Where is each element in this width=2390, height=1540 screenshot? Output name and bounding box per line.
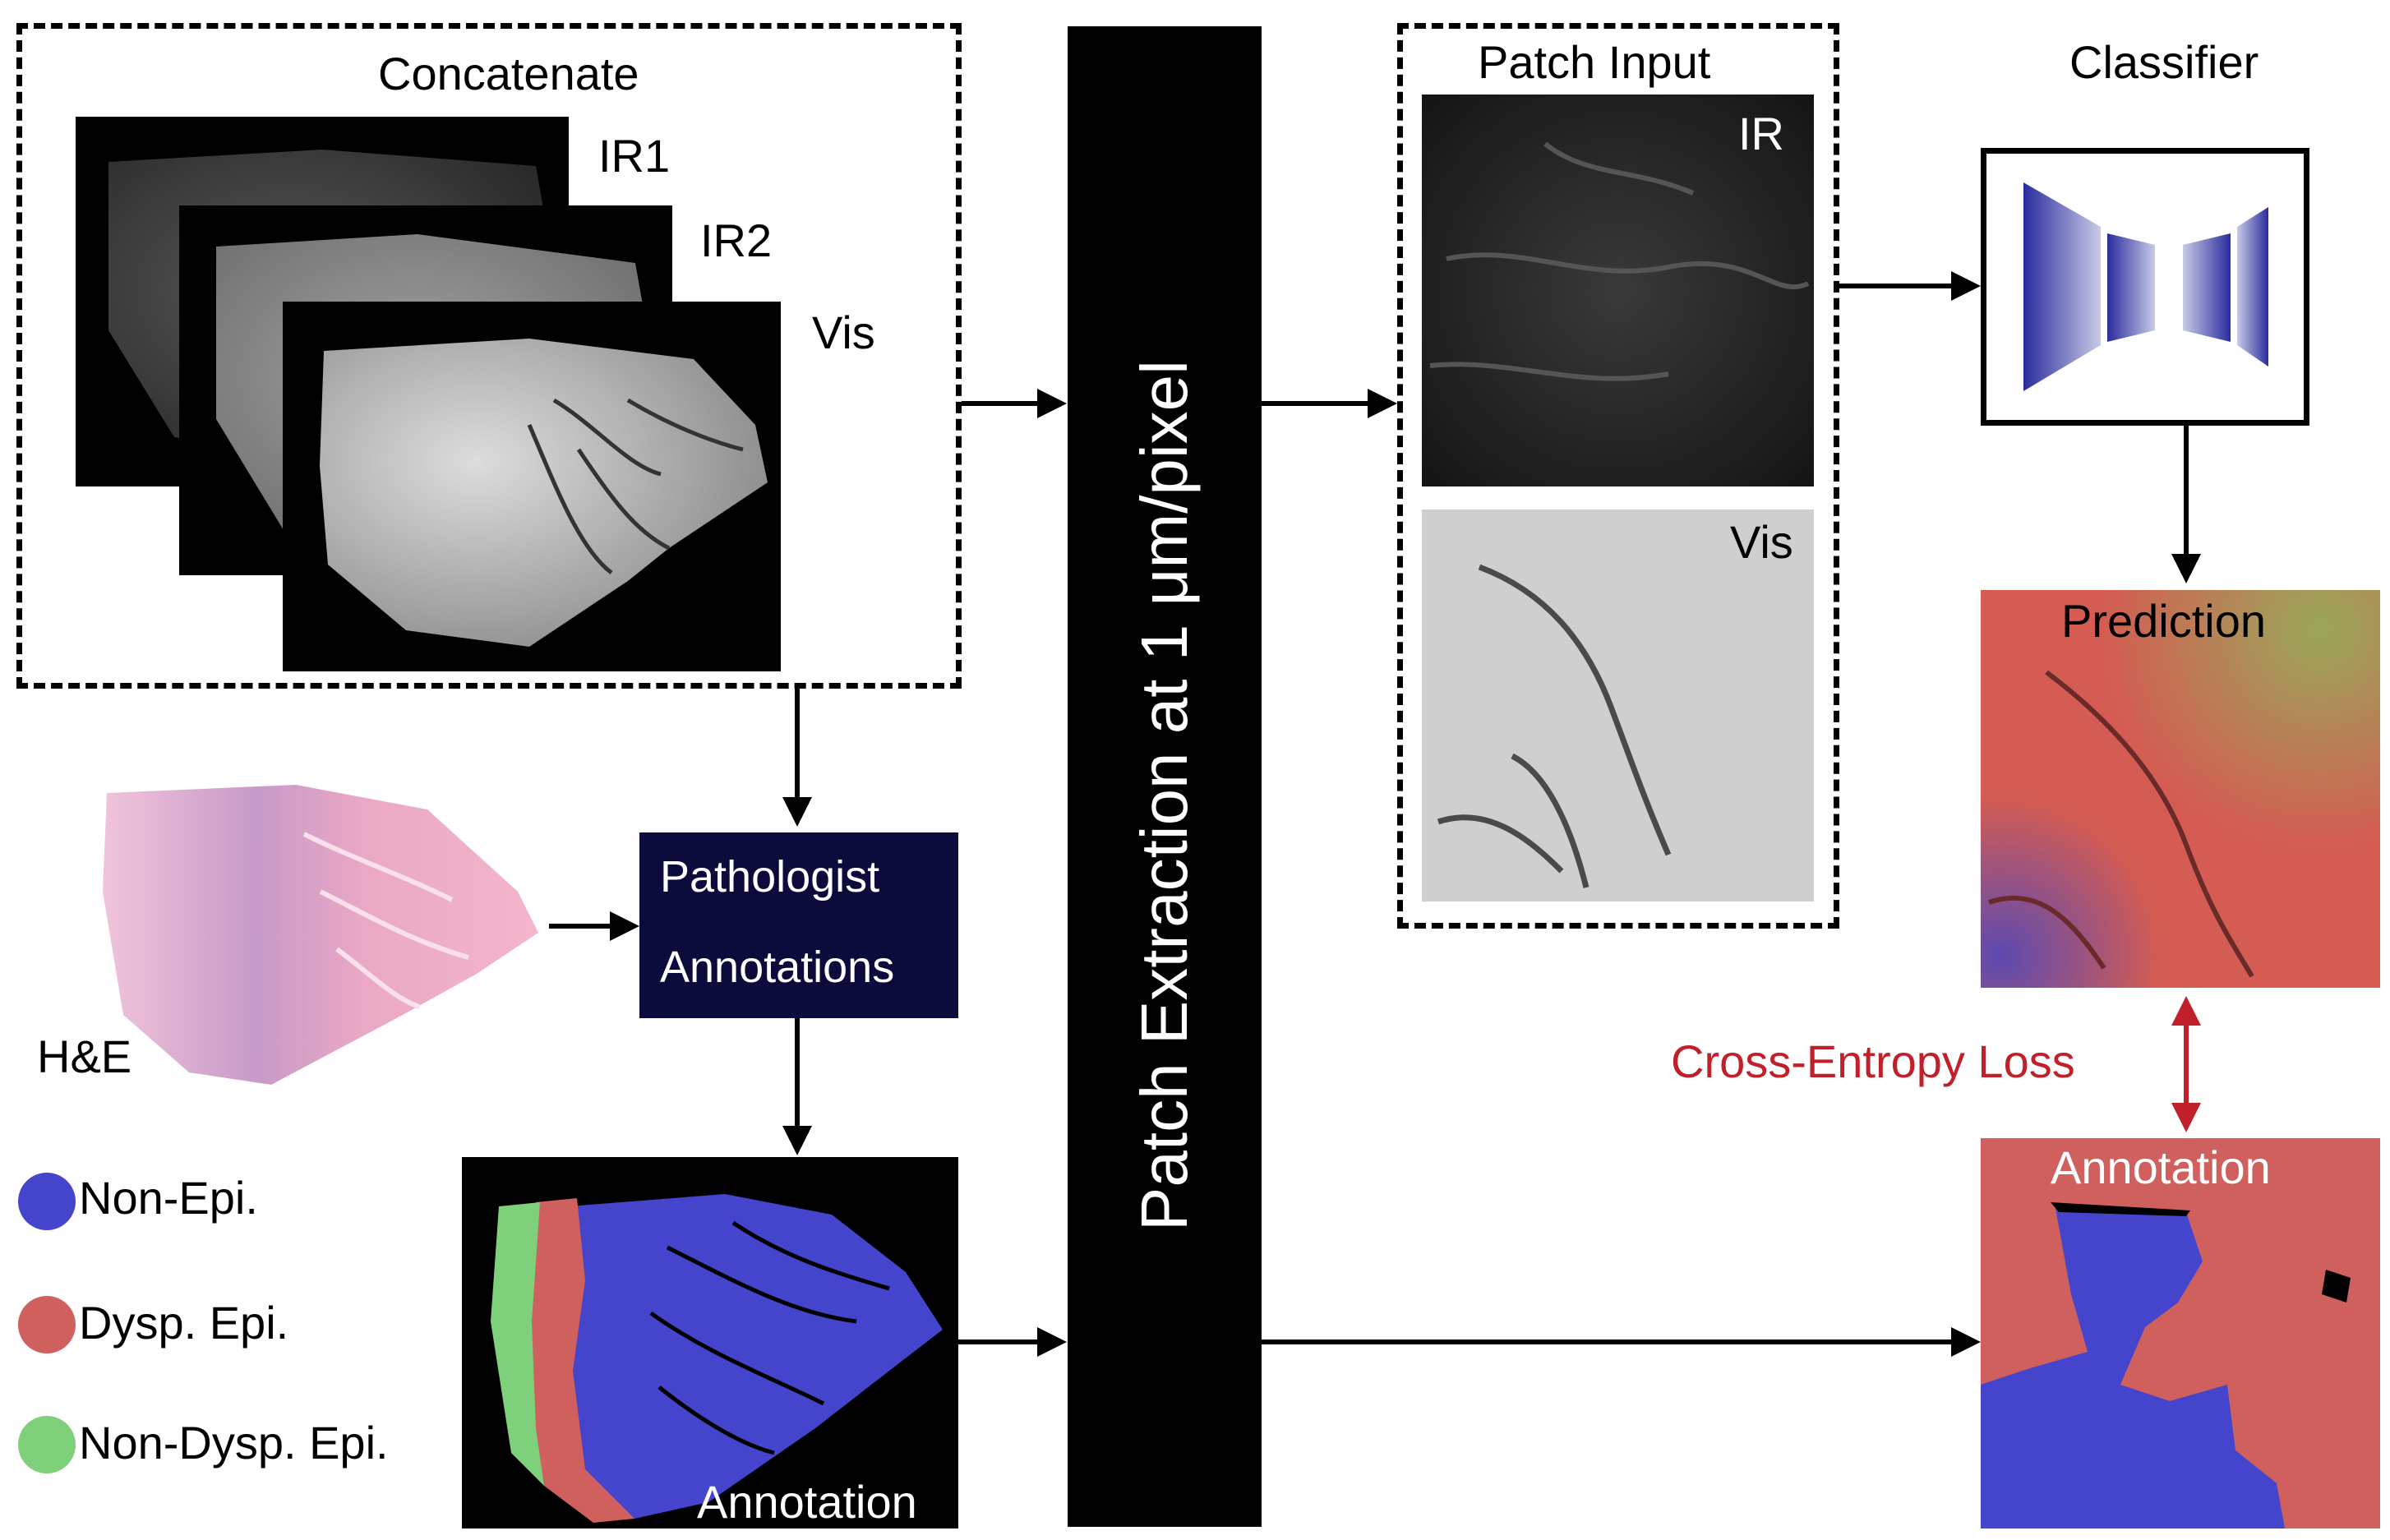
patch-input-title: Patch Input (1478, 36, 1711, 88)
patch-input-panel (1397, 23, 1839, 929)
ir-patch-image (1422, 95, 1814, 486)
annotation-image-right (1981, 1138, 2380, 1528)
vis-patch-label: Vis (1730, 516, 1793, 568)
concatenate-panel (16, 23, 962, 689)
ir2-label: IR2 (700, 214, 773, 266)
he-image (90, 768, 542, 1097)
prediction-image (1981, 590, 2380, 988)
patch-extraction-bar (1068, 26, 1262, 1527)
ir-patch-label: IR (1738, 108, 1784, 159)
ir1-label: IR1 (598, 130, 671, 182)
legend-label-dysp-epi: Dysp. Epi. (79, 1297, 289, 1349)
pathologist-line2: Annotations (660, 943, 895, 992)
vis-label: Vis (812, 307, 875, 358)
cross-entropy-label: Cross-Entropy Loss (1671, 1035, 2075, 1087)
classifier-title: Classifier (2069, 36, 2259, 88)
legend-label-non-epi: Non-Epi. (79, 1172, 258, 1224)
legend-swatch-non-dysp-epi (18, 1416, 76, 1473)
pathologist-line1: Pathologist (660, 852, 880, 901)
network-icon (2023, 182, 2268, 391)
legend-swatch-non-epi (18, 1173, 76, 1230)
legend-label-non-dysp-epi: Non-Dysp. Epi. (79, 1417, 389, 1469)
he-label: H&E (37, 1031, 132, 1082)
legend-swatch-dysp-epi (18, 1296, 76, 1353)
vis-patch-image (1422, 509, 1814, 901)
concatenate-title: Concatenate (378, 48, 639, 99)
pathologist-annotations-box (639, 832, 958, 1018)
annotation-label-right: Annotation (2051, 1141, 2271, 1193)
annotation-image-left (462, 1157, 958, 1528)
annotation-label-left: Annotation (697, 1476, 917, 1528)
vis-image (283, 302, 781, 671)
prediction-label: Prediction (2061, 595, 2267, 647)
